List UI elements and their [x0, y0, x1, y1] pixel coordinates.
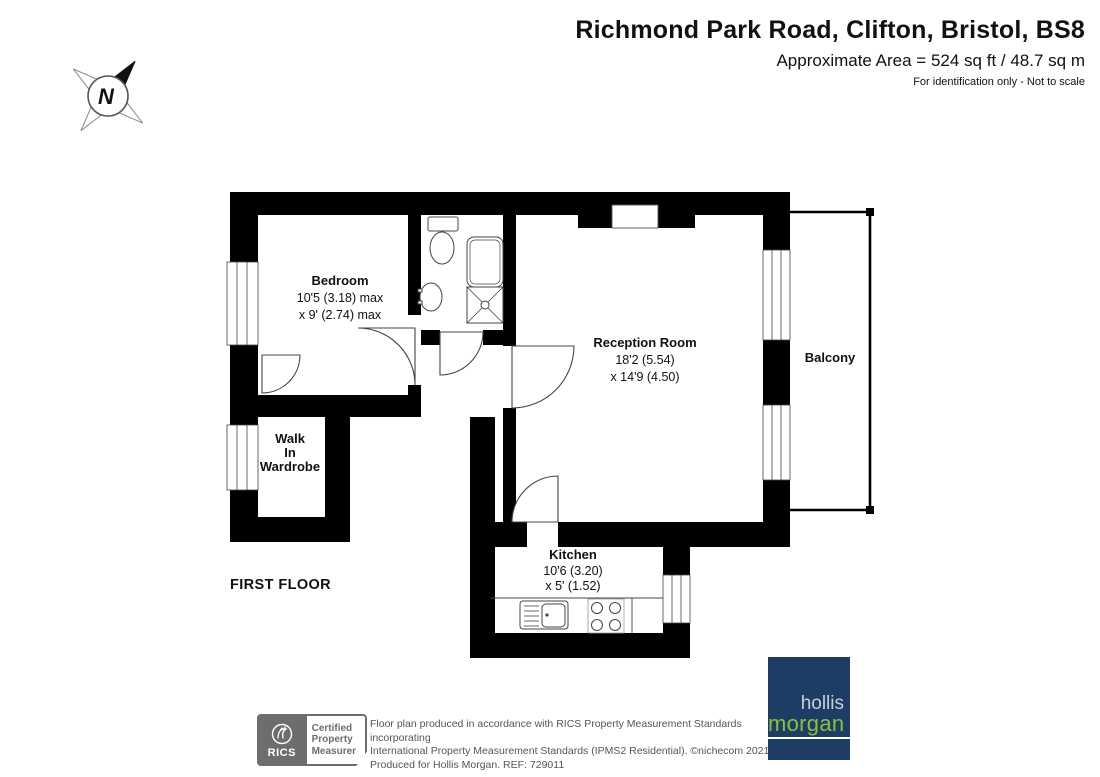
rics-cert-line-1: Certified — [311, 722, 353, 734]
wall-kitchen-top-left — [470, 522, 527, 547]
balcony-window-lower — [762, 404, 791, 481]
balcony-window-upper — [762, 249, 791, 341]
toilet-bowl — [429, 231, 455, 265]
wardrobe-label-3: Wardrobe — [260, 459, 320, 474]
compass-circle — [87, 75, 129, 117]
disclaimer: Floor plan produced in accordance with R… — [370, 718, 790, 772]
balcony-label: Balcony — [805, 350, 856, 365]
wall-bathroom-bottom-left — [421, 330, 440, 345]
rics-certified-badge: RICS Certified Property Measurer — [257, 714, 367, 766]
disclaimer-line-2: International Property Measurement Stand… — [370, 745, 773, 757]
wall-hall-reception-lower — [503, 408, 516, 522]
wall-kitchen-right-upper — [663, 547, 690, 575]
logo-divider — [768, 737, 850, 739]
kitchen-dim-1: 10'6 (3.20) — [543, 564, 602, 578]
wardrobe-door — [261, 354, 301, 394]
balcony-post-top — [866, 208, 874, 216]
wall-balcony-mid-block — [763, 340, 790, 405]
wardrobe-window — [226, 424, 259, 491]
kitchen-dim-2: x 5' (1.52) — [545, 579, 600, 593]
bedroom-dim-1: 10'5 (3.18) max — [297, 291, 384, 305]
wardrobe-label-2: In — [284, 445, 296, 460]
floor-plan: Bedroom 10'5 (3.18) max x 9' (2.74) max … — [226, 192, 874, 658]
rics-brand-text: RICS — [267, 746, 296, 759]
compass-north-label: N — [98, 84, 115, 109]
toilet-cistern — [427, 216, 459, 232]
wall-wardrobe-bottom — [230, 517, 350, 542]
bedroom-door — [357, 327, 416, 386]
basin-tap-left — [417, 288, 423, 293]
bathroom-door — [439, 331, 484, 376]
wall-top-stub-left — [578, 215, 612, 228]
rics-logo: RICS — [257, 714, 307, 766]
hollis-morgan-logo: hollis morgan — [768, 657, 850, 760]
basin-tap-right — [417, 300, 423, 305]
disclaimer-line-3: Produced for Hollis Morgan. REF: 729011 — [370, 758, 565, 771]
bathroom-fixtures — [417, 216, 504, 324]
reception-door — [511, 345, 575, 409]
reception-dim-2: x 14'9 (4.50) — [610, 370, 679, 384]
bath-inner — [469, 239, 501, 285]
hob — [587, 598, 625, 634]
wall-balcony-top-block — [763, 192, 790, 250]
rics-lion-icon — [271, 723, 292, 744]
kitchen-label: Kitchen — [549, 547, 597, 562]
wardrobe-label-1: Walk — [275, 431, 306, 446]
kitchen-door — [511, 475, 559, 523]
balcony-post-bottom — [866, 506, 874, 514]
balcony-rail — [790, 208, 874, 514]
bedroom-window — [226, 261, 259, 346]
shower-drain — [480, 300, 490, 310]
wall-top — [230, 192, 790, 215]
kitchen-fixtures — [490, 597, 663, 634]
identification-note: For identification only - Not to scale — [913, 76, 1085, 88]
approximate-area: Approximate Area = 524 sq ft / 48.7 sq m — [776, 51, 1085, 70]
rics-certification-text: Certified Property Measurer — [306, 714, 367, 766]
kitchen-window — [662, 574, 691, 624]
hollis-morgan-wordmark: hollis morgan — [768, 693, 850, 736]
reception-label: Reception Room — [593, 335, 696, 350]
rics-cert-line-3: Measurer — [311, 745, 357, 757]
rics-cert-line-2: Property — [311, 734, 353, 746]
kitchen-sink — [519, 600, 569, 630]
wall-top-stub-right — [658, 215, 695, 228]
logo-hollis-text: hollis — [800, 693, 844, 714]
wall-bathroom-reception — [503, 215, 516, 346]
wall-bedroom-bathroom — [408, 215, 421, 315]
logo-morgan-text: morgan — [768, 711, 845, 736]
wall-reception-bottom — [558, 522, 788, 547]
bedroom-dim-2: x 9' (2.74) max — [299, 308, 382, 322]
disclaimer-line-1: Floor plan produced in accordance with R… — [370, 718, 742, 744]
wall-bathroom-bottom-right — [483, 330, 516, 345]
reception-dim-1: 18'2 (5.54) — [615, 353, 674, 367]
wall-kitchen-bottom — [470, 633, 690, 658]
windows — [226, 204, 791, 624]
reception-top-window — [611, 204, 659, 229]
page-title: Richmond Park Road, Clifton, Bristol, BS… — [575, 16, 1085, 44]
wall-balcony-bottom-block — [763, 480, 790, 547]
basin — [419, 282, 443, 312]
floor-label: FIRST FLOOR — [230, 577, 331, 593]
bedroom-label: Bedroom — [311, 273, 368, 288]
doors — [261, 327, 575, 523]
north-compass: N — [72, 60, 144, 132]
